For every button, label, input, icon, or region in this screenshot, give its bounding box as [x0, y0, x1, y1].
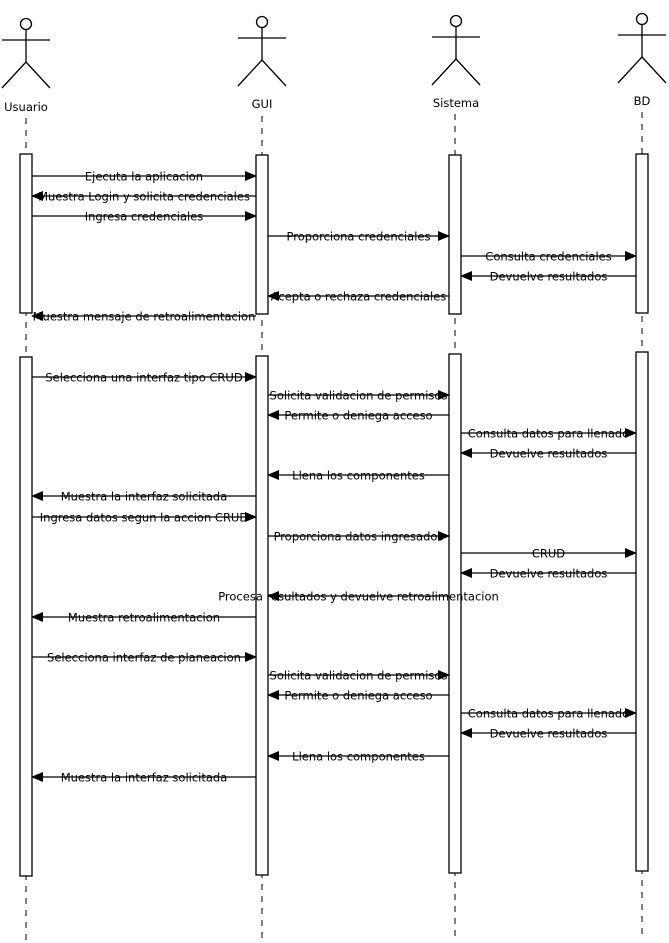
stick-figure-icon [431, 14, 481, 86]
message-label: Solicita validacion de permisos [270, 669, 448, 683]
activation-bar-bd [635, 153, 649, 314]
message-label: Ingresa credenciales [85, 210, 204, 224]
message-label: Muestra mensaje de retroalimentacion [33, 310, 256, 324]
message-label: Ingresa datos segun la accion CRUD [40, 511, 249, 525]
message-label: Llena los componentes [292, 750, 425, 764]
message: Muestra Login y solicita credenciales [31, 190, 256, 204]
message: Solicita validacion de permisos [268, 389, 450, 403]
message: Muestra la interfaz solicitada [31, 490, 256, 504]
message: Proporciona datos ingresados [268, 530, 450, 544]
message-label: Devuelve resultados [490, 270, 608, 284]
message-label: Muestra retroalimentacion [68, 611, 220, 625]
message: Llena los componentes [267, 469, 449, 483]
message-label: Devuelve resultados [490, 567, 608, 581]
message-label: Llena los componentes [292, 469, 425, 483]
message-label: Consulta datos para llenado [468, 427, 630, 441]
message-label: Muestra la interfaz solicitada [61, 490, 228, 504]
message: Devuelve resultados [460, 567, 636, 581]
message: Devuelve resultados [460, 447, 636, 461]
message-label: Proporciona credenciales [287, 230, 431, 244]
activation-bar-gui [255, 154, 269, 315]
message: Procesa resultados y devuelve retroalime… [218, 590, 499, 604]
message: Permite o deniega acceso [267, 689, 449, 703]
actor-label-sistema: Sistema [433, 96, 479, 110]
message: Devuelve resultados [460, 270, 636, 284]
message: Acepta o rechaza credenciales [267, 290, 449, 304]
message: Consulta credenciales [461, 250, 637, 264]
message-label: Consulta credenciales [485, 250, 611, 264]
message: CRUD [461, 547, 637, 561]
message-label: Procesa resultados y devuelve retroalime… [218, 590, 499, 604]
message-label: Ejecuta la aplicacion [85, 170, 203, 184]
stick-figure-icon [617, 12, 667, 84]
message-label: Consulta datos para llenado [468, 707, 630, 721]
message-label: Solicita validacion de permisos [270, 389, 448, 403]
message-label: CRUD [532, 547, 565, 561]
message: Ingresa datos segun la accion CRUD [32, 511, 257, 525]
stick-figure-icon [237, 15, 287, 87]
message: Consulta datos para llenado [461, 707, 637, 721]
actor-label-gui: GUI [252, 97, 273, 111]
message-label: Selecciona interfaz de planeacion [47, 651, 241, 665]
actor-label-usuario: Usuario [4, 100, 48, 114]
message-label: Muestra la interfaz solicitada [61, 771, 228, 785]
message: Muestra retroalimentacion [31, 611, 256, 625]
activation-bar-sistema [448, 154, 462, 315]
activation-bar-gui [255, 355, 269, 876]
message: Devuelve resultados [460, 727, 636, 741]
message: Proporciona credenciales [268, 230, 450, 244]
message: Permite o deniega acceso [267, 409, 449, 423]
activation-bar-bd [635, 351, 649, 872]
message: Selecciona interfaz de planeacion [32, 651, 257, 665]
message-label: Devuelve resultados [490, 447, 608, 461]
message-label: Permite o deniega acceso [284, 689, 432, 703]
message-label: Permite o deniega acceso [284, 409, 432, 423]
activation-bar-sistema [448, 353, 462, 874]
message-label: Muestra Login y solicita credenciales [38, 190, 250, 204]
message: Ejecuta la aplicacion [32, 170, 257, 184]
activation-bar-usuario [19, 356, 33, 877]
message: Muestra la interfaz solicitada [31, 771, 256, 785]
message: Muestra mensaje de retroalimentacion [31, 310, 256, 324]
message: Consulta datos para llenado [461, 427, 637, 441]
message: Selecciona una interfaz tipo CRUD [32, 371, 257, 385]
message-label: Devuelve resultados [490, 727, 608, 741]
message: Llena los componentes [267, 750, 449, 764]
message-label: Acepta o rechaza credenciales [271, 290, 447, 304]
message-label: Proporciona datos ingresados [274, 530, 444, 544]
actor-label-bd: BD [634, 94, 651, 108]
activation-bar-usuario [19, 153, 33, 314]
message-label: Selecciona una interfaz tipo CRUD [45, 371, 243, 385]
stick-figure-icon [1, 17, 51, 89]
message: Ingresa credenciales [32, 210, 257, 224]
message: Solicita validacion de permisos [268, 669, 450, 683]
